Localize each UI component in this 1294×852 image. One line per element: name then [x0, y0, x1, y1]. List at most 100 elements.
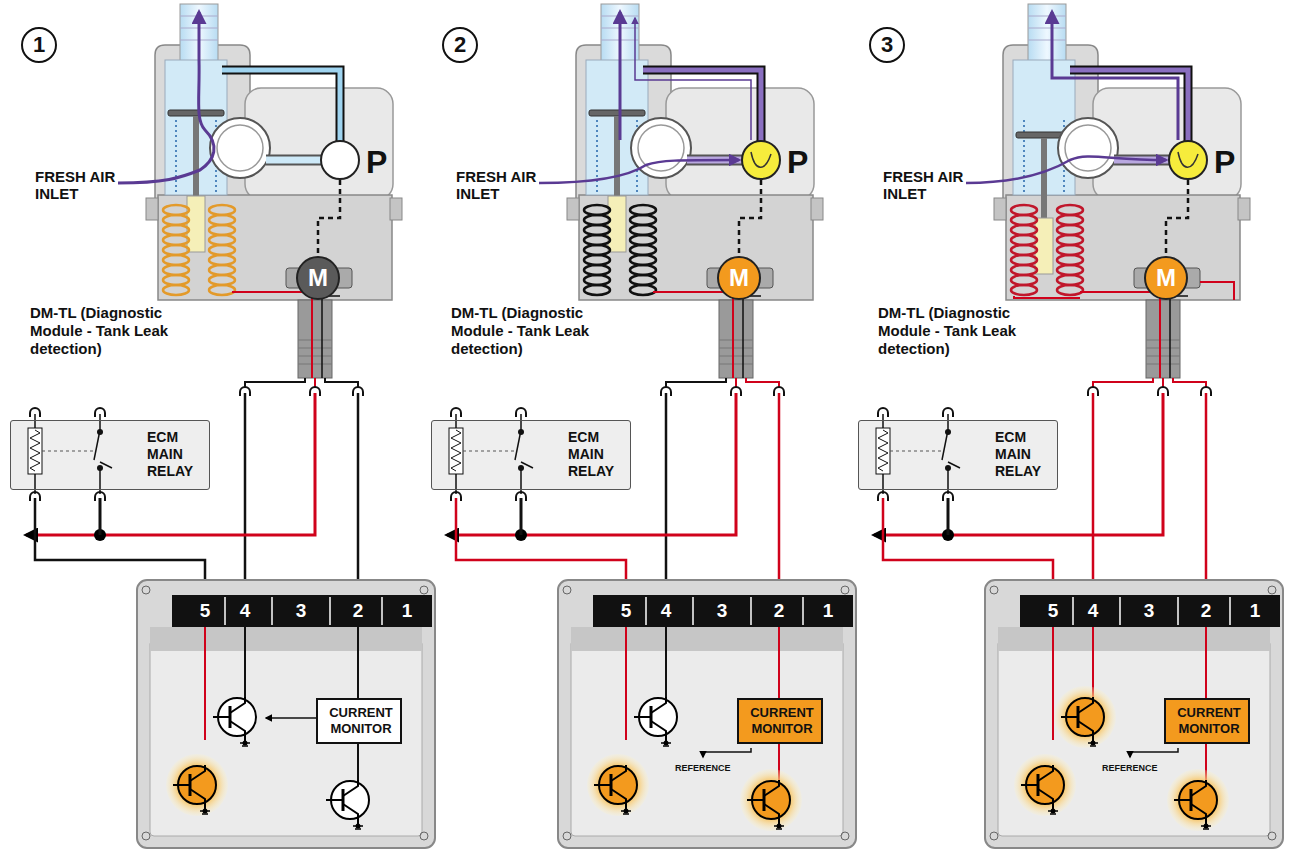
wire-path	[651, 721, 666, 743]
wire-path	[343, 780, 358, 796]
screw	[142, 832, 150, 840]
wire-path	[1092, 393, 1095, 595]
wire-path	[1070, 70, 1188, 142]
node-text: P	[1214, 142, 1244, 182]
transistor-glow	[166, 754, 228, 816]
wire-path	[222, 70, 340, 142]
node-text: ECM MAIN RELAY	[995, 429, 1057, 480]
wire-path	[764, 804, 779, 826]
reference-label: REFERENCE	[675, 763, 755, 774]
housing-flange	[811, 198, 823, 220]
drive-link	[318, 180, 340, 256]
relay-contact	[518, 465, 524, 471]
wire-path	[463, 451, 516, 452]
wire-path	[942, 430, 960, 474]
wire-path	[1173, 378, 1206, 388]
solenoid-coil	[209, 265, 235, 275]
wire-path	[719, 340, 753, 341]
solenoid-coil	[1011, 215, 1037, 225]
solenoid-coil	[1011, 285, 1037, 295]
solenoid-coil	[209, 275, 235, 285]
ecm-board	[150, 640, 422, 836]
solenoid-coil	[584, 225, 610, 235]
wire-path	[329, 597, 331, 625]
solenoid-coil	[1057, 275, 1083, 285]
solenoid-core	[608, 196, 626, 252]
wire-path	[1200, 282, 1234, 300]
wire-path	[322, 296, 340, 378]
wire-path	[118, 12, 214, 183]
ground-dot	[243, 741, 248, 746]
valve-ring	[1065, 125, 1111, 171]
pin-number: 5	[1038, 596, 1068, 626]
wire-path	[298, 340, 332, 341]
wire-path	[1028, 40, 1066, 41]
relay-contact	[945, 429, 951, 435]
wire-path	[298, 356, 332, 357]
pin-number: 2	[1191, 596, 1221, 626]
wire-path	[266, 155, 322, 166]
screw	[990, 832, 998, 840]
screw	[841, 586, 849, 594]
relay-box: ECM MAIN RELAY	[431, 420, 631, 490]
ground-dot	[203, 809, 208, 814]
current-monitor-box: CURRENT MONITOR	[1164, 698, 1250, 744]
wire-path	[539, 160, 739, 183]
screw	[420, 832, 428, 840]
housing-flange	[1238, 198, 1250, 220]
pin-number: 1	[392, 596, 422, 626]
pin-number: 5	[190, 596, 220, 626]
pump-motor: M	[717, 256, 761, 300]
panel-illustration	[10, 4, 435, 848]
ecm-housing	[985, 580, 1283, 848]
wire-path	[1028, 16, 1066, 17]
solenoid-coil	[1011, 225, 1037, 235]
solenoid-coil	[584, 275, 610, 285]
wire-path	[1146, 356, 1180, 357]
wire-path	[1146, 340, 1180, 341]
housing-flange	[146, 198, 158, 220]
relay-body	[858, 420, 1058, 490]
node-text: CURRENT MONITOR	[1166, 705, 1252, 737]
ground-dot	[624, 809, 629, 814]
valve-rod	[1041, 138, 1047, 218]
wire-path	[1146, 348, 1180, 349]
wire-path	[692, 597, 694, 625]
wire-path	[222, 70, 340, 142]
wire-path	[1070, 70, 1188, 142]
solenoid-coil	[209, 215, 235, 225]
solenoid-coil	[1011, 275, 1037, 285]
panel-illustration	[858, 4, 1283, 848]
screw	[142, 586, 150, 594]
valve-disk	[168, 110, 224, 116]
wire-path	[230, 721, 245, 743]
solenoid-core	[1035, 218, 1053, 274]
changeover-valve	[210, 118, 270, 178]
wire-path	[1229, 597, 1231, 625]
solenoid-coil	[630, 225, 656, 235]
solenoid-coil	[584, 265, 610, 275]
dm-tl-module: DM-TL (Diagnostic Module - Tank Leak det…	[1003, 45, 1243, 300]
relay-contact	[97, 429, 103, 435]
pin-strip	[1020, 595, 1280, 627]
panel-illustration	[431, 4, 856, 848]
connector-stem	[719, 300, 753, 378]
fresh-air-label: FRESH AIR INLET	[883, 168, 967, 202]
housing-flange	[567, 198, 579, 220]
wire-path	[244, 393, 247, 595]
node-text: DM-TL (Diagnostic Module - Tank Leak det…	[30, 304, 190, 358]
solenoid-coil	[630, 255, 656, 265]
housing-flange	[390, 198, 402, 220]
wire-path	[1130, 748, 1178, 757]
solenoid-coil	[209, 255, 235, 265]
ground-dot	[356, 824, 361, 829]
solenoid-coil	[209, 245, 235, 255]
wire-path	[1028, 28, 1066, 29]
wire-path	[1078, 697, 1093, 713]
pin-number: 3	[286, 596, 316, 626]
drive-link	[1166, 180, 1188, 256]
wire-path	[747, 799, 764, 801]
ecm-band	[998, 627, 1270, 651]
screw	[420, 586, 428, 594]
